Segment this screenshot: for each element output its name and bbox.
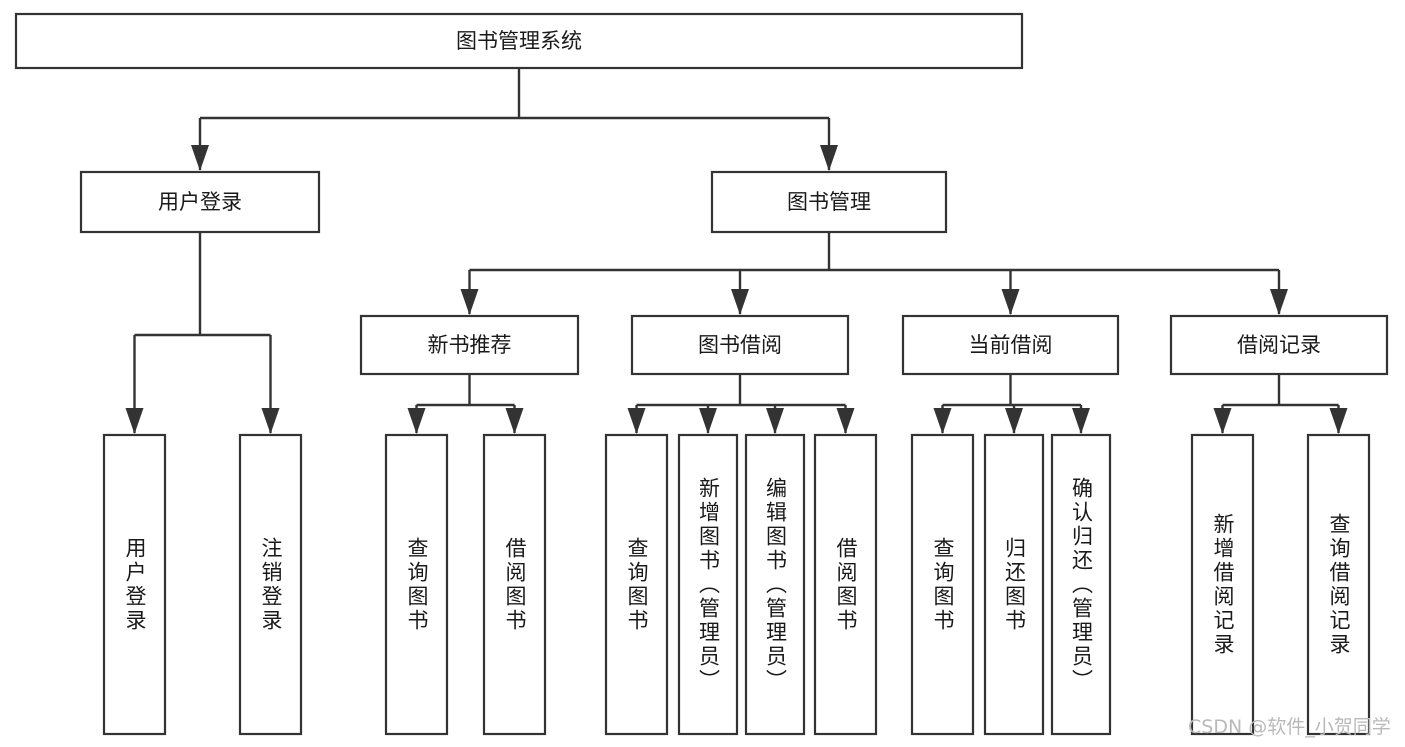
node-l2-book-borrow[interactable] (630, 314, 850, 376)
node-leaf-leaf-query-book-borrow[interactable] (604, 433, 669, 736)
node-l2-borrow-record[interactable] (1169, 314, 1389, 376)
node-leaf-leaf-add-book[interactable] (677, 433, 739, 736)
node-l2-label-borrow-record: 借阅记录 (1237, 333, 1321, 357)
node-leaf-leaf-confirm-return[interactable] (1050, 433, 1112, 736)
arrow-head-icon (191, 145, 209, 171)
arrow-head-icon (1005, 408, 1023, 434)
node-leaf-leaf-edit-book[interactable] (744, 433, 806, 736)
csdn-watermark: CSDN @软件_小贺同学 (1188, 716, 1391, 738)
node-leaf-leaf-borrow-book-recommend[interactable] (482, 433, 547, 736)
connectors-layer (125, 68, 1348, 434)
arrow-head-icon (261, 408, 280, 434)
arrow-head-icon (820, 145, 838, 171)
arrow-head-icon (460, 289, 479, 315)
node-l2-label-new-book-recommend: 新书推荐 (428, 333, 512, 357)
node-leaf-leaf-query-book-current[interactable] (910, 433, 975, 736)
node-l2-new-book-recommend[interactable] (359, 314, 580, 376)
arrow-head-icon (1270, 289, 1288, 315)
arrow-head-icon (1213, 408, 1232, 434)
node-l1-book-management[interactable] (710, 170, 948, 234)
arrow-head-icon (1329, 408, 1348, 434)
arrow-head-icon (1001, 289, 1020, 315)
arrow-head-icon (699, 408, 717, 434)
node-l2-current-borrow[interactable] (901, 314, 1120, 376)
node-l1-user-login[interactable] (79, 170, 321, 234)
node-l1-label-user-login: 用户登录 (158, 190, 242, 214)
arrow-head-icon (407, 408, 426, 434)
node-leaf-leaf-logout-login[interactable] (238, 433, 303, 736)
arrow-head-icon (731, 289, 749, 315)
arrow-head-icon (505, 408, 524, 434)
node-root-root[interactable] (14, 12, 1024, 70)
node-root-label-root: 图书管理系统 (456, 29, 582, 53)
node-l2-label-current-borrow: 当前借阅 (969, 333, 1053, 357)
arrow-head-icon (125, 408, 144, 434)
arrow-head-icon (836, 408, 855, 434)
node-leaf-leaf-add-borrow-record[interactable] (1190, 433, 1255, 736)
arrow-head-icon (933, 408, 952, 434)
node-leaf-leaf-borrow-book[interactable] (813, 433, 878, 736)
node-l2-label-book-borrow: 图书借阅 (698, 333, 782, 357)
node-leaf-leaf-query-borrow-record[interactable] (1306, 433, 1371, 736)
arrow-head-icon (1072, 408, 1090, 434)
node-l1-label-book-management: 图书管理 (787, 190, 871, 214)
arrow-head-icon (766, 408, 784, 434)
node-leaf-leaf-return-book[interactable] (983, 433, 1045, 736)
arrow-head-icon (627, 408, 646, 434)
node-leaf-leaf-user-login[interactable] (102, 433, 167, 736)
node-leaf-leaf-query-book-recommend[interactable] (384, 433, 449, 736)
boxes-layer (14, 12, 1389, 736)
